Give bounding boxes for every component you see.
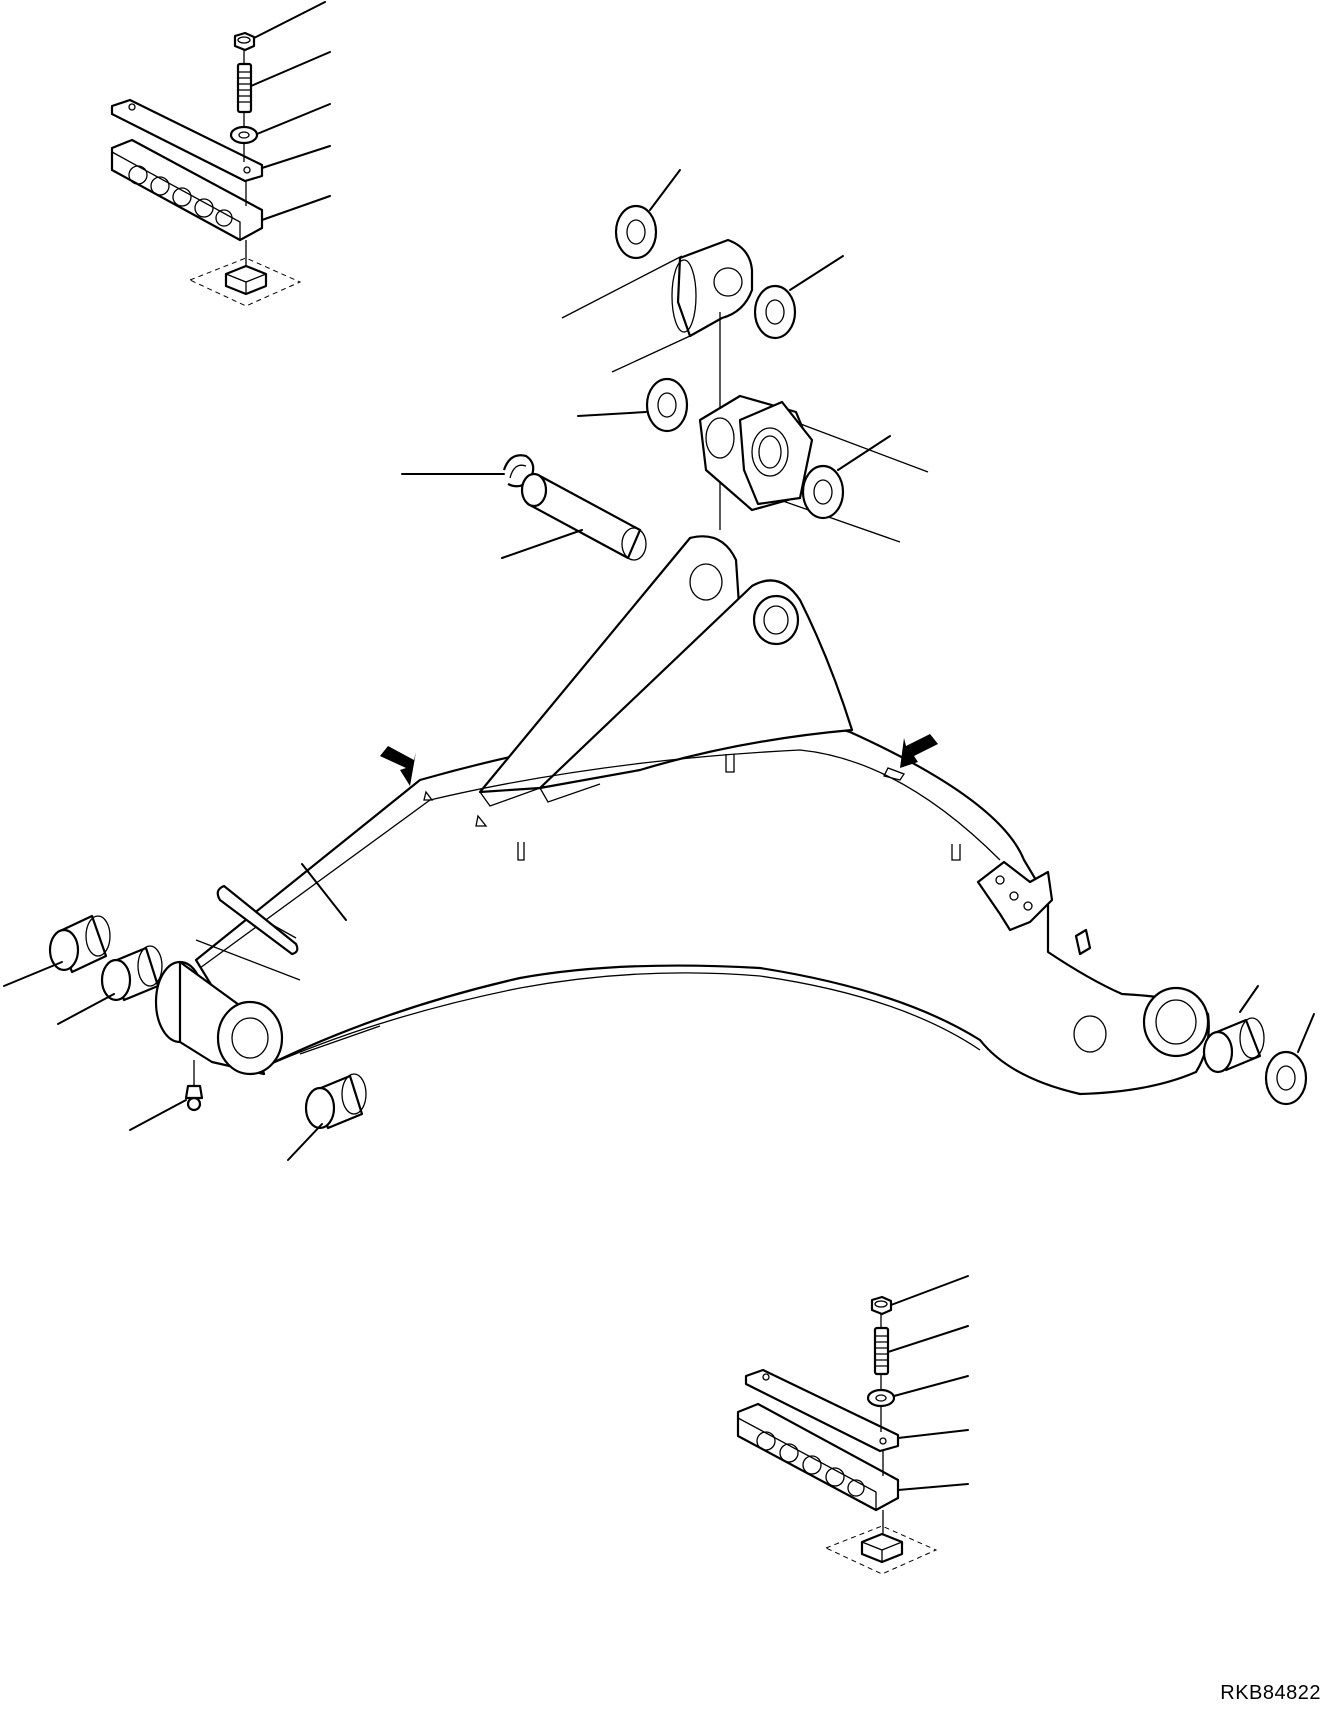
washer-icon [1266,1052,1306,1104]
stud-icon [875,1328,888,1374]
spacer-block [700,396,928,542]
block-icon [738,1404,898,1510]
washer-icon [868,1390,894,1406]
nut-icon [872,1297,891,1314]
detail-assembly-bottom [738,1276,968,1574]
base-pad [190,258,300,306]
stud-icon [238,64,251,112]
pin-icon [522,474,646,560]
drawing-code: RKB84822 [1220,1682,1321,1704]
washer-icon [647,379,687,431]
nut-icon [235,33,254,50]
arrow-icon [380,746,416,786]
bushing-icon [102,946,162,1000]
boom-icon [156,536,1209,1094]
block-icon [112,140,262,240]
grease-fitting-icon [186,1060,202,1110]
washer-icon [231,127,257,143]
plate-icon [746,1370,898,1451]
washer-icon [755,286,795,338]
detail-assembly-top [112,2,330,306]
bushing-icon [50,916,110,972]
bushing-icon [306,1074,366,1128]
washer-icon [803,466,843,518]
plate-icon [112,100,262,181]
washer-icon [616,206,656,258]
cylinder-rod-end [562,240,752,530]
arrow-icon [900,734,938,768]
base-pad [826,1526,936,1574]
bushing-icon [1204,1018,1264,1072]
